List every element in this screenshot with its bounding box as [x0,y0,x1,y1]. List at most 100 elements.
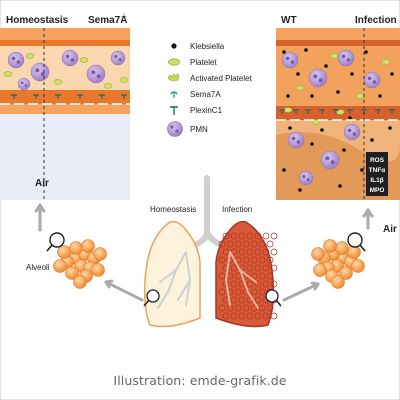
alveolus [93,247,107,261]
legend: Klebsiella Platelet Activated Platelet S… [160,34,270,144]
klebsiella-bacterium [310,94,314,98]
klebsiella-bacterium [350,72,354,76]
pmn-cell [281,51,299,69]
healthy-lung [143,220,201,328]
alveolus [339,266,353,280]
platelet-cell [355,93,365,99]
legend-label-plexinc1: PlexinC1 [190,106,223,115]
right-air-label: Air [383,224,397,235]
platelet-cell [311,119,321,125]
alveolus [335,241,349,255]
klebsiella-bacterium [320,128,324,132]
klebsiella-dot-icon [171,43,177,49]
plexin-receptor [55,94,61,99]
alveolus [81,239,95,253]
klebsiella-bacterium [348,116,352,120]
platelet-cell [295,85,305,91]
plexin-receptor [33,94,39,99]
pmn-cell [320,150,340,170]
klebsiella-bacterium [304,48,308,52]
plexin-receptor [293,109,299,114]
magnifier-right-icon [265,289,279,303]
pmn-cells-left [0,49,130,105]
alveolar-air-space [0,114,130,200]
top-tissue-band [0,28,130,40]
endothelium-band [0,90,130,104]
left-air-label: Air [35,178,49,189]
alveoli-left: Alveoli [26,232,107,289]
pmn-cell [287,131,305,149]
infected-bronchi [224,251,259,309]
pmn-cell [86,64,106,84]
lung-label-infection: Infection [222,205,252,214]
legend-label-platelet: Platelet [190,58,217,67]
lung-label-homeostasis: Homeostasis [150,205,196,214]
alveolus [91,263,105,277]
cytokine-label: ROS [370,157,385,164]
platelet-cell [119,77,129,83]
alveolus [65,266,79,280]
illustration-credit: Illustration: emde-grafik.de [113,373,287,388]
plexinc1-icon [170,106,178,115]
legend-label-activated-platelet: Activated Platelet [190,74,253,83]
right-title-infection: Infection [355,15,397,26]
pmn-cell [363,71,381,89]
legend-label-klebsiella: Klebsiella [190,42,225,51]
pmn-cell [17,77,31,91]
plexin-receptor [121,94,127,99]
left-title: Homeostasis [6,15,69,26]
klebsiella-bacterium [364,50,368,54]
klebsiella-bacterium [296,72,300,76]
activated-platelet-icon [167,73,180,82]
platelet-cell [53,79,63,85]
cytokine-box [366,152,388,196]
klebsiella-bacterium [378,94,382,98]
pmn-cell [61,49,79,67]
klebsiella-bacterium [336,90,340,94]
alveoli-label: Alveoli [26,263,50,272]
alveolus [323,239,337,253]
alveoli-right-magnifier-icon [347,232,363,248]
alveolus [311,247,325,261]
sema7a-icon [170,91,178,98]
klebsiella-bacterium [288,126,292,130]
alveolus [331,275,345,289]
platelet-icon [168,58,180,66]
plexin-receptor [77,94,83,99]
zoom-arrows [34,203,374,302]
healthy-bronchi [157,251,192,309]
plexin-receptor [99,94,105,99]
pmn-cell [343,123,361,141]
plexin-receptor [333,109,339,114]
klebsiella-bacterium [324,64,328,68]
plexin-receptor [305,109,311,114]
platelet-cell [25,53,35,59]
klebsiella-bacterium [390,72,394,76]
magnifier-left-icon [146,289,160,303]
plexin-receptor [319,109,325,114]
platelet-cell [103,83,113,89]
alveoli-left-magnifier-icon [49,232,65,248]
alveolus [351,259,365,273]
alveolus [313,263,327,277]
alveolus [73,275,87,289]
klebsiella-bacterium [298,188,302,192]
klebsiella-bacterium [360,168,364,172]
plexin-receptor [11,94,17,99]
klebsiella-bacterium [286,94,290,98]
left-subtitle: Sema7A [88,15,127,26]
platelet-cell [79,57,89,63]
klebsiella-bacterium [342,148,346,152]
klebsiella-bacterium [338,184,342,188]
pmn-cell [110,50,126,66]
klebsiella-bacterium [282,50,286,54]
klebsiella-bacterium [282,168,286,172]
pmn-cells-right [276,48,400,192]
homeostasis-panel [0,28,130,200]
cytokine-label: IL1β [370,177,383,184]
pmn-cell [30,62,50,82]
platelet-cell [3,71,13,77]
platelet-cell [329,53,339,59]
pmn-cell [298,170,314,186]
left-subtitle-sup: -/- [121,14,127,20]
